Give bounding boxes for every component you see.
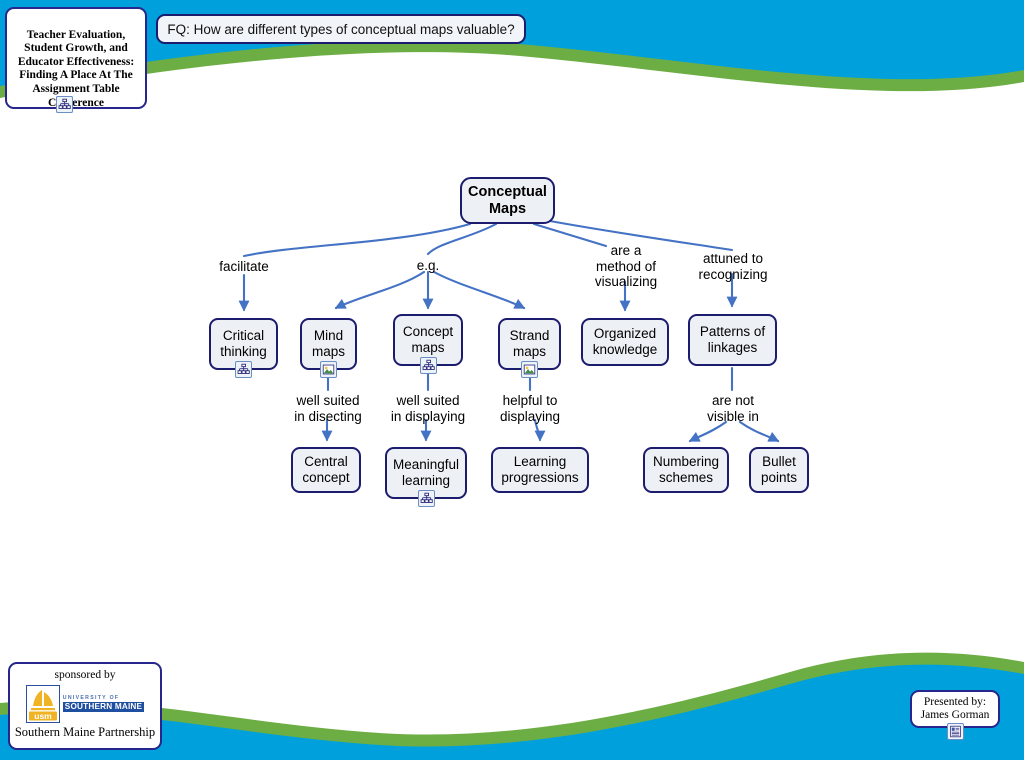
concept-node-numbering[interactable]: Numbering schemes xyxy=(643,447,729,493)
concept-map-icon[interactable] xyxy=(417,490,435,507)
concept-node-central[interactable]: Central concept xyxy=(291,447,361,493)
concept-node-label: Meaningful learning xyxy=(392,457,460,488)
sponsor-top-label: sponsored by xyxy=(54,669,116,681)
edge-root-facilitate xyxy=(242,222,472,258)
concept-node-organized[interactable]: Organized knowledge xyxy=(581,318,669,366)
svg-text:usm: usm xyxy=(34,711,52,721)
concept-map-icon[interactable] xyxy=(56,96,73,113)
link-phrase-l-notvisible[interactable]: are not visible in xyxy=(707,393,759,424)
link-phrase-l-facilitate[interactable]: facilitate xyxy=(219,259,269,274)
map-title-text: Teacher Evaluation, Student Growth, and … xyxy=(17,28,135,109)
concept-node-label: Bullet points xyxy=(760,454,798,485)
concept-node-label: Concept maps xyxy=(402,324,454,355)
concept-node-label: Patterns of linkages xyxy=(699,324,766,355)
concept-map-icon[interactable] xyxy=(235,361,252,378)
usm-line2: SOUTHERN MAINE xyxy=(62,702,145,713)
usm-logo: usm UNIVERSITY OF SOUTHERN MAINE xyxy=(10,685,160,723)
concept-node-concept[interactable]: Concept maps xyxy=(393,314,463,366)
edge-eg-mind xyxy=(334,270,426,310)
concept-node-mind[interactable]: Mind maps xyxy=(300,318,357,370)
concept-node-label: Conceptual Maps xyxy=(468,183,547,217)
concept-node-learning[interactable]: Learning progressions xyxy=(491,447,589,493)
bottom-band-blue xyxy=(0,664,1024,760)
concept-map-icon[interactable] xyxy=(419,357,437,374)
focus-question-text: FQ: How are different types of conceptua… xyxy=(167,21,515,37)
concept-node-label: Central concept xyxy=(302,454,350,485)
resource-list-icon[interactable] xyxy=(947,723,964,740)
usm-line1: UNIVERSITY OF xyxy=(62,694,120,701)
picture-icon[interactable] xyxy=(320,361,337,378)
link-phrase-l-display1[interactable]: well suited in displaying xyxy=(390,393,466,424)
usm-sail-mark: usm xyxy=(25,685,60,723)
link-phrase-l-eg[interactable]: e.g. xyxy=(416,258,440,273)
concept-node-label: Numbering schemes xyxy=(652,454,720,485)
edge-root-attuned xyxy=(548,219,734,252)
focus-question-box[interactable]: FQ: How are different types of conceptua… xyxy=(156,14,526,44)
link-phrase-l-attuned[interactable]: attuned to recognizing xyxy=(698,251,768,282)
concept-node-patterns[interactable]: Patterns of linkages xyxy=(688,314,777,366)
concept-node-label: Critical thinking xyxy=(220,328,267,359)
sponsor-bottom-label: Southern Maine Partnership xyxy=(14,725,156,739)
edge-notvisible-numbering xyxy=(688,420,728,443)
edge-notvisible-bullet xyxy=(738,420,780,443)
presenter-text: Presented by: James Gorman xyxy=(920,695,990,722)
edge-root-visual xyxy=(532,222,608,248)
concept-node-label: Strand maps xyxy=(509,328,550,359)
edge-root-eg xyxy=(426,222,498,256)
presenter-box: Presented by: James Gorman xyxy=(910,690,1000,728)
link-phrase-l-disect[interactable]: well suited in disecting xyxy=(294,393,362,424)
edge-display2-learning xyxy=(533,418,546,442)
edge-eg-strand xyxy=(432,270,526,310)
concept-node-label: Mind maps xyxy=(311,328,345,359)
link-phrase-l-visual[interactable]: are a method of visualizing xyxy=(594,243,658,289)
map-title-box: Teacher Evaluation, Student Growth, and … xyxy=(5,7,147,109)
concept-node-root[interactable]: Conceptual Maps xyxy=(460,177,555,224)
concept-node-bullet[interactable]: Bullet points xyxy=(749,447,809,493)
link-phrase-l-display2[interactable]: helpful to displaying xyxy=(499,393,561,424)
concept-node-label: Organized knowledge xyxy=(592,326,658,357)
concept-node-label: Learning progressions xyxy=(501,454,579,485)
picture-icon[interactable] xyxy=(521,361,538,378)
usm-wordmark: UNIVERSITY OF SOUTHERN MAINE xyxy=(62,694,145,713)
sponsor-box: sponsored by usm UNIVERSITY OF SOUTHERN … xyxy=(8,662,162,750)
